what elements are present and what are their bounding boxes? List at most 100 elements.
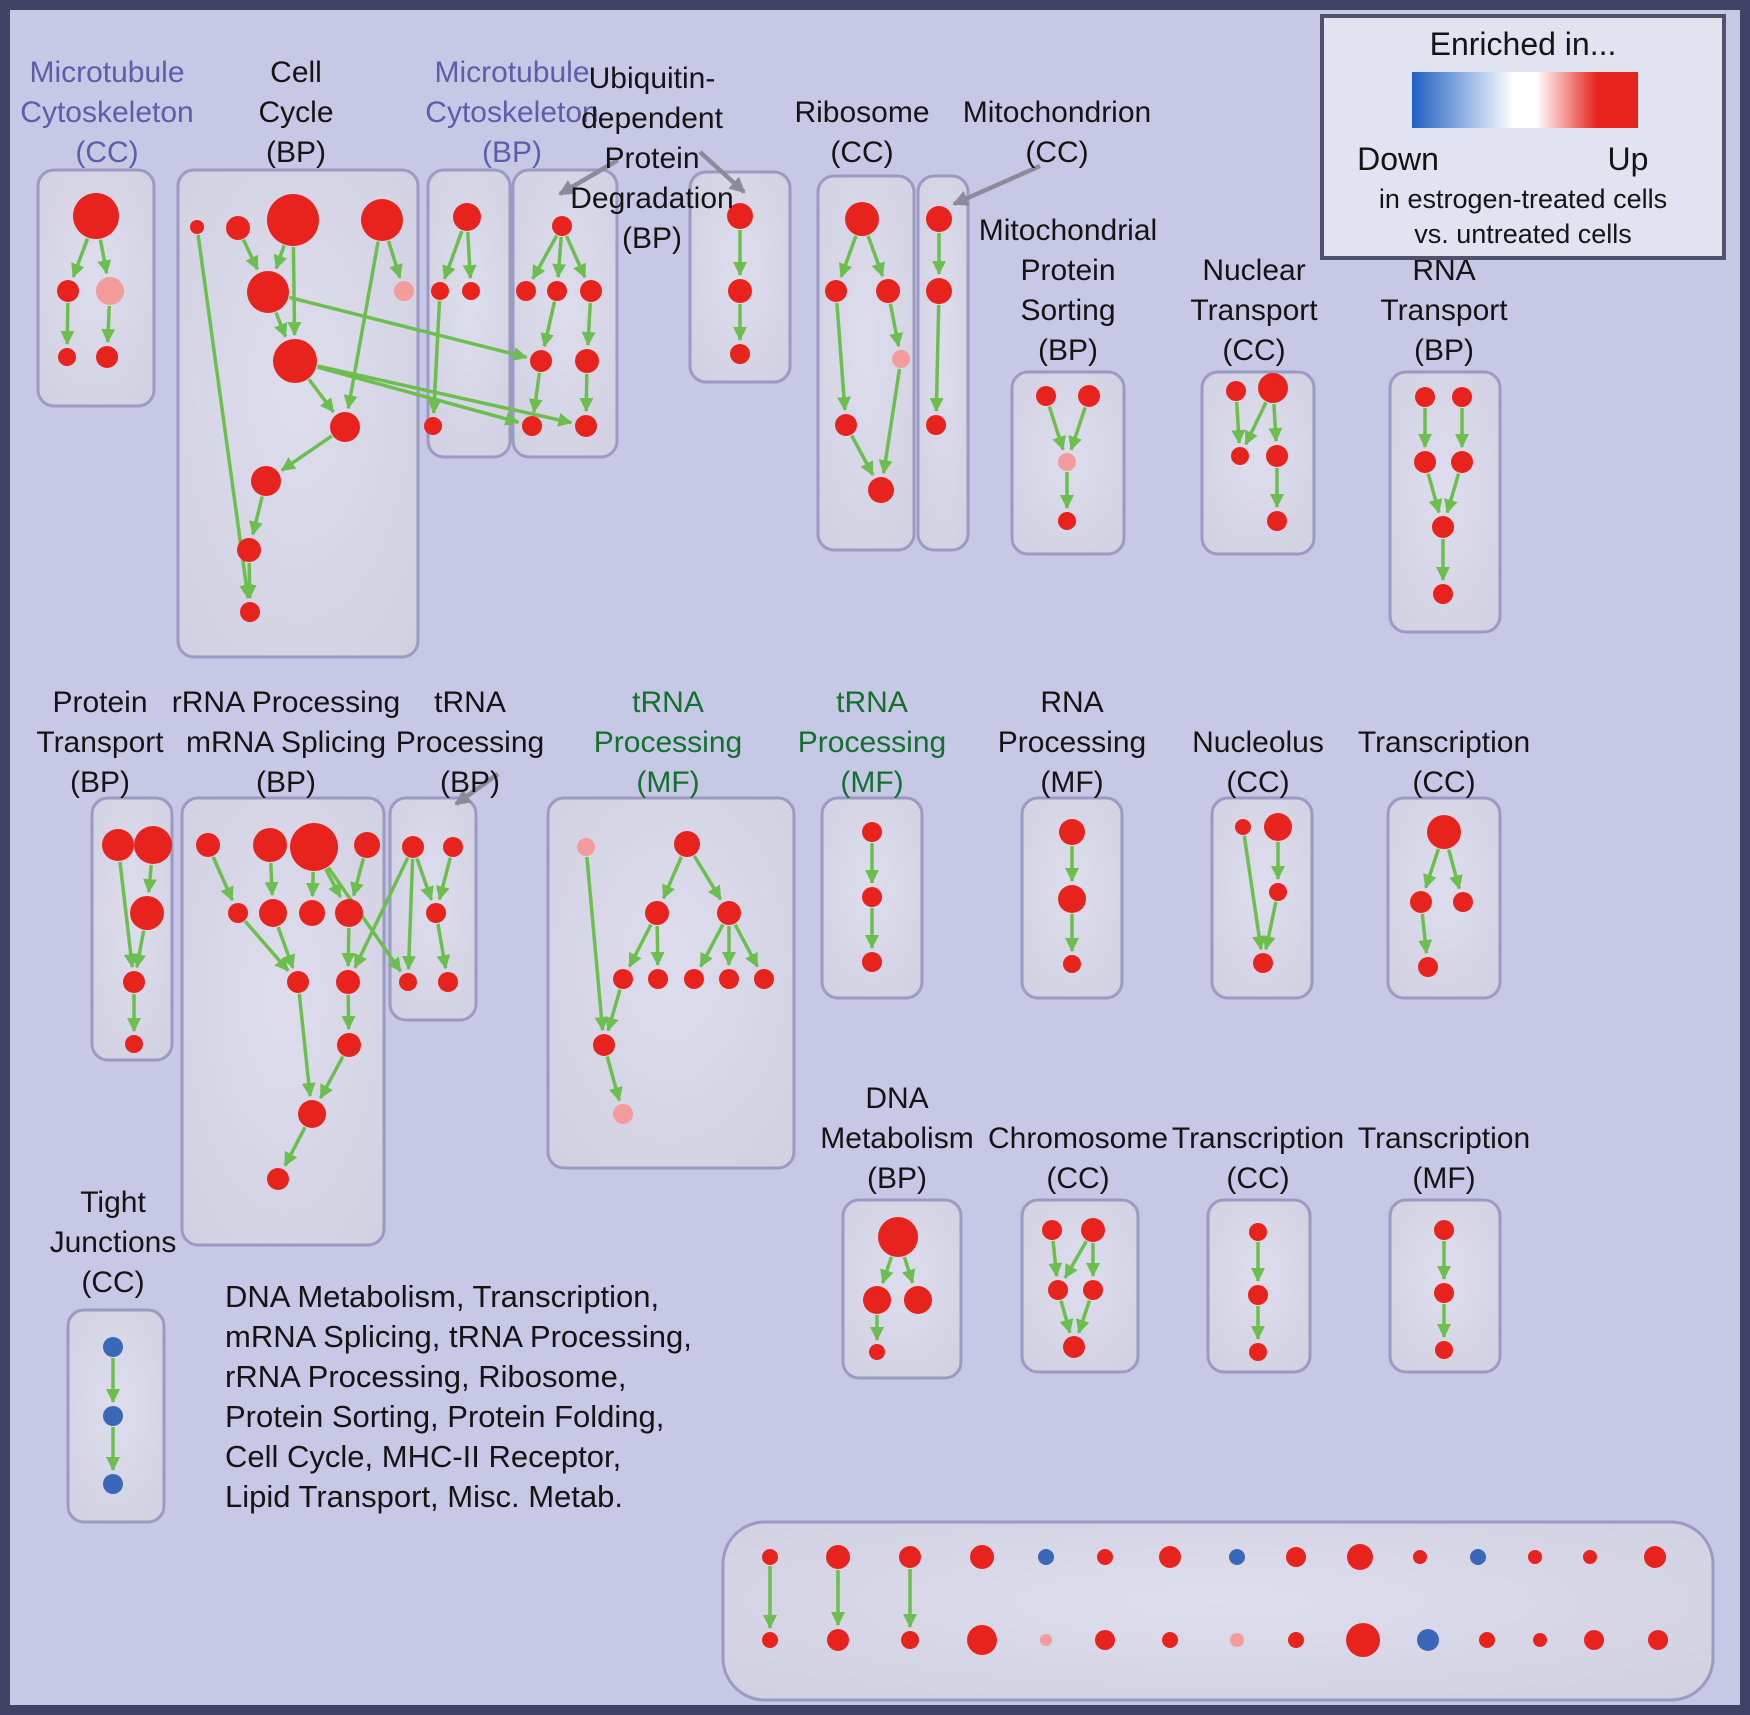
go-term-node [728,279,752,303]
go-term-node [125,1035,143,1053]
cluster-label-nucleolus-cc: (CC) [1226,766,1289,799]
go-term-node [845,202,879,236]
cluster-label-transcription-cc-1: Transcription [1358,726,1530,759]
go-term-node [717,901,741,925]
go-term-node [1286,1547,1306,1567]
cluster-label-trna-processing-bp: tRNA [434,686,506,719]
cluster-label-microtubule-cytoskeleton-cc: (CC) [75,136,138,169]
label-pointer-arrow [454,772,500,806]
edge-arrow [442,230,464,280]
go-term-node [1229,1549,1245,1565]
edge-arrow [733,923,759,968]
go-term-node [892,350,910,368]
go-term-node [1258,373,1288,403]
edge-arrow [415,857,434,901]
annotation-arrows-layer [454,150,1041,806]
go-term-node [926,206,952,232]
go-term-node [1081,1218,1105,1242]
cluster-label-transcription-mf: Transcription [1358,1122,1530,1155]
go-term-node [402,836,424,858]
edge-arrow [880,1256,894,1284]
go-term-node [394,281,414,301]
cluster-label-mitochondrion-cc: Mitochondrion [963,96,1151,129]
edge-arrow [118,861,138,969]
go-term-node [361,199,403,241]
edge-arrow [273,244,288,270]
edge-arrow [341,994,356,1030]
go-term-node [1038,1549,1054,1565]
go-term-node [835,414,857,436]
go-term-node [298,1100,326,1128]
go-term-node [645,901,669,925]
edge-arrow [605,1056,623,1102]
cluster-label-tight-junctions-cc: Junctions [50,1226,177,1259]
edge-arrow [318,1055,345,1099]
cluster-label-nuclear-transport-cc: Transport [1190,294,1318,327]
cluster-label-mitochondrial-protein-sorting-bp: (BP) [1038,334,1098,367]
go-term-node [1249,1343,1267,1361]
go-term-node [226,216,250,240]
edge-arrow [1426,473,1443,514]
go-term-node [926,415,946,435]
cluster-labels-layer: MicrotubuleCytoskeleton(CC)CellCycle(BP)… [20,56,1530,1299]
go-term-node [58,348,76,366]
go-term-node [335,899,363,927]
edge-arrow [242,562,257,599]
go-term-node [267,1168,289,1190]
go-term-node [1058,453,1076,471]
go-term-node [1533,1633,1547,1647]
edge-arrow [196,234,254,600]
go-term-node [259,899,287,927]
go-term-node [826,1545,850,1569]
cluster-label-rrna-processing-mrna-splicing-bp: (BP) [256,766,316,799]
legend-title: Enriched in... [1430,26,1617,62]
edge-arrow [1063,1240,1088,1279]
cluster-label-mitochondrial-protein-sorting-bp: Protein [1020,254,1115,287]
cluster-label-trna-processing-mf-2: tRNA [836,686,908,719]
go-term-node [103,1474,123,1494]
go-term-node [1078,385,1100,407]
go-term-node [1470,1549,1486,1565]
edge-arrow [350,858,366,897]
go-term-node [102,829,134,861]
go-term-node [727,203,753,229]
edge-arrow [97,239,112,275]
cluster-label-cell-cycle-bp: Cycle [258,96,333,129]
cluster-label-nuclear-transport-cc: Nuclear [1202,254,1305,287]
go-term-node [1095,1630,1115,1650]
edge-arrow [436,923,451,970]
go-term-node [593,1034,615,1056]
go-term-node [1452,387,1472,407]
edge-arrow [305,871,320,897]
cluster-label-transcription-cc-1: (CC) [1412,766,1475,799]
edge-arrow [276,926,296,969]
cluster-label-microtubule-cytoskeleton-bp: Cytoskeleton [425,96,598,129]
go-term-node [1058,512,1076,530]
cluster-box-trna-processing-mf-1 [546,796,796,1170]
edge-arrow [1059,1300,1074,1334]
go-term-node [1048,1280,1068,1300]
cluster-label-microtubule-cytoskeleton-cc: Cytoskeleton [20,96,193,129]
go-term-node [247,271,289,313]
note-text-line: Lipid Transport, Misc. Metab. [225,1479,623,1514]
cluster-label-cell-cycle-bp: (BP) [266,136,326,169]
go-term-node [613,969,633,989]
go-term-node [253,828,287,862]
cluster-label-mitochondrion-cc: (CC) [1025,136,1088,169]
cluster-label-trna-processing-bp: (BP) [440,766,500,799]
legend: Enriched in... Down Up in estrogen-treat… [1320,14,1726,260]
edge-arrow [101,305,116,343]
legend-subtitle-line1: in estrogen-treated cells [1379,184,1667,214]
cluster-label-ubiquitin-degradation-bp-left: dependent [581,102,723,135]
edge-arrow [1261,901,1278,951]
edge-arrow [386,240,403,279]
go-term-node [876,279,900,303]
edge-arrow [307,378,335,413]
cluster-label-chromosome-cc: Chromosome [988,1122,1168,1155]
edge-arrow [287,246,302,336]
go-term-node [878,1217,918,1257]
cluster-box-mitochondrion-cc [916,174,970,552]
go-term-node [1413,1550,1427,1564]
go-term-node [336,970,360,994]
go-term-node [134,826,172,864]
